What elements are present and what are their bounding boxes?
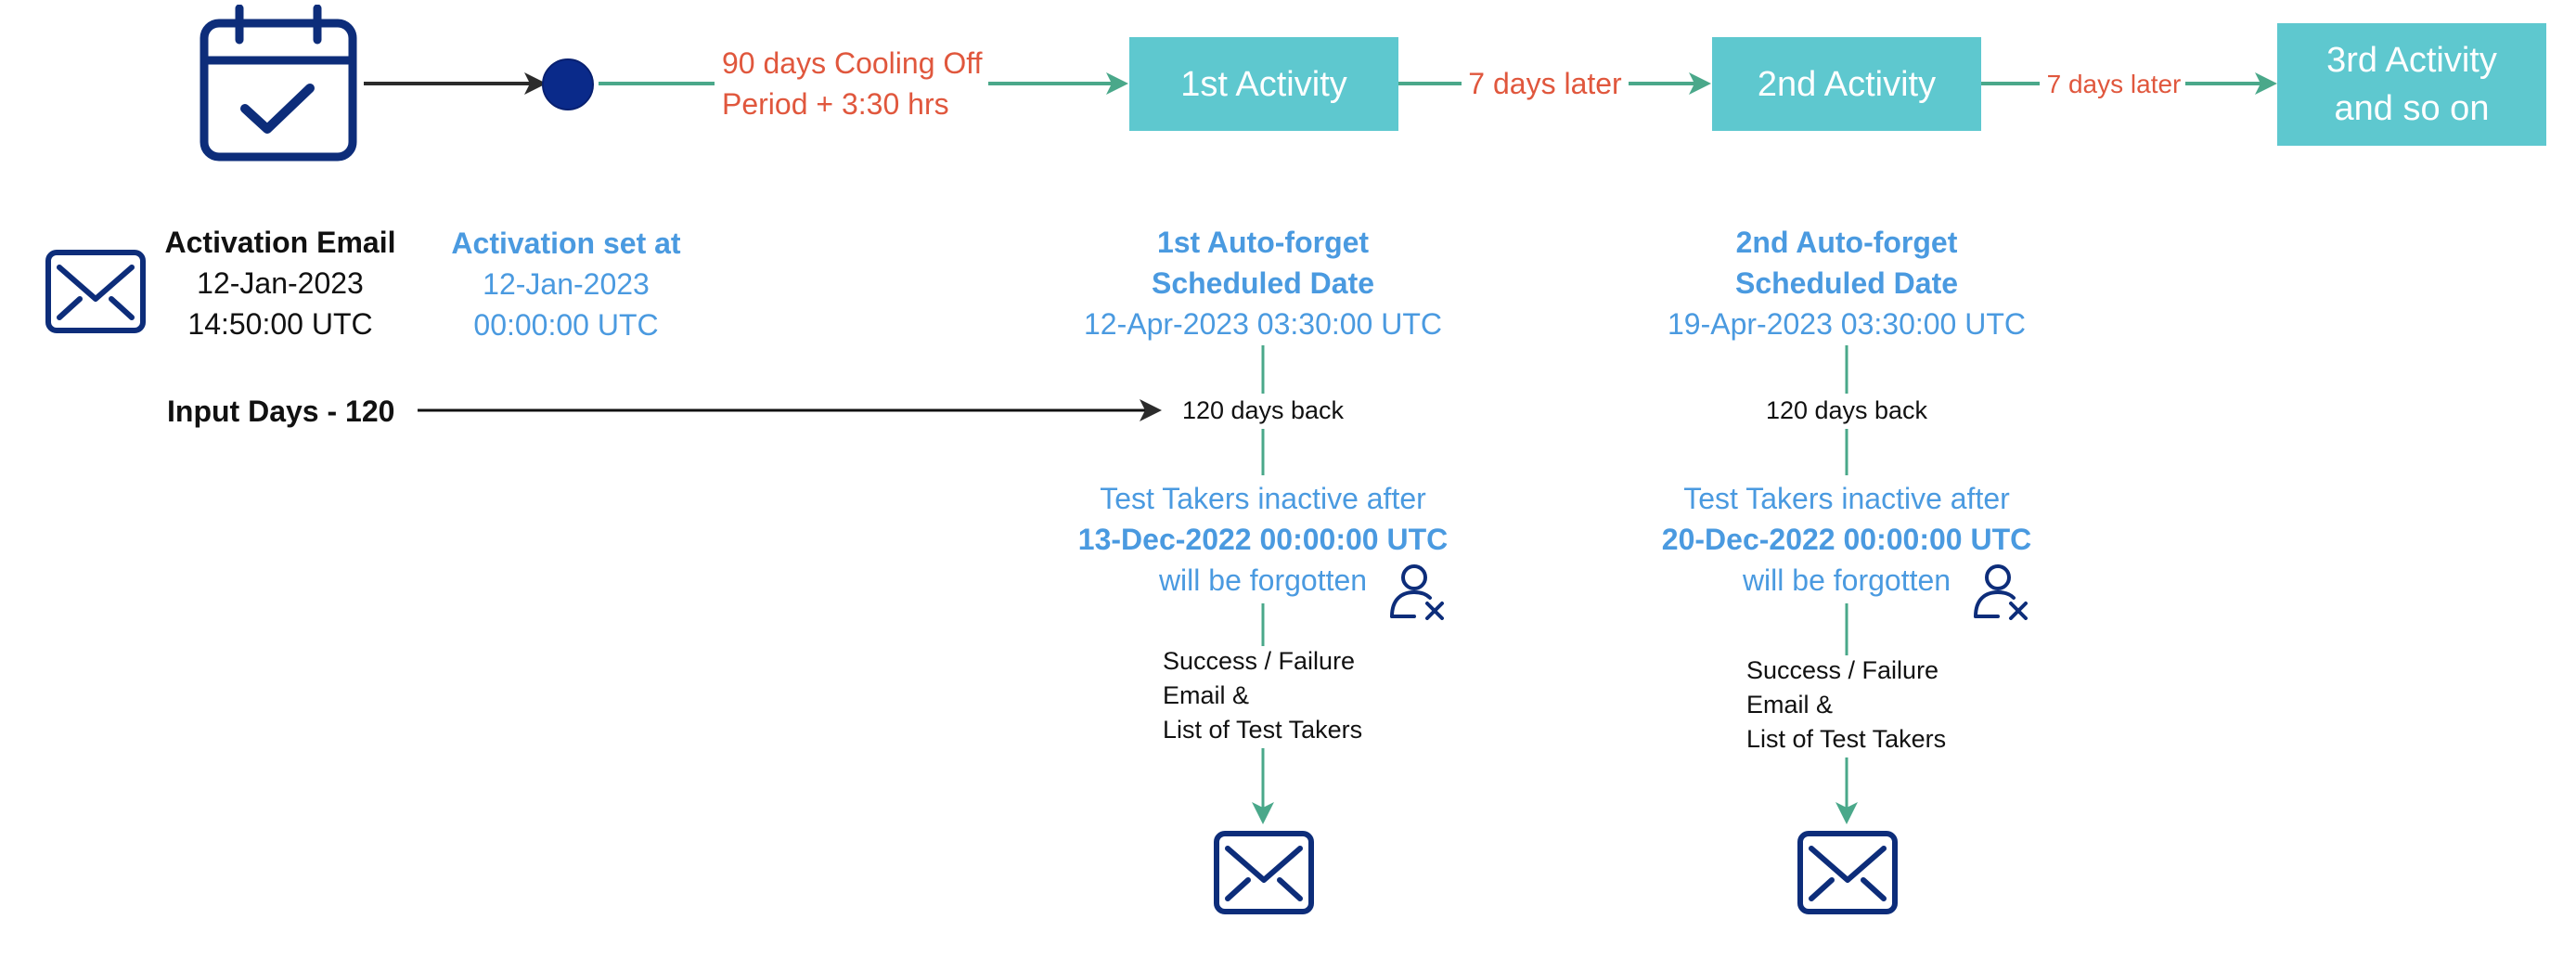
cooling-off-label: 90 days Cooling Off Period + 3:30 hrs [722,43,991,124]
second-forget-inactive: Test Takers inactive after 20-Dec-2022 0… [1633,478,2060,601]
second-forget-days-back: 120 days back [1765,396,1928,424]
first-forget-result-line2: Email & [1163,681,1250,709]
first-forget-inactive-line3: will be forgotten [1158,563,1368,597]
first-activity-label: 1st Activity [1180,64,1347,104]
activation-set-title: Activation set at [451,227,681,260]
activation-email-block: Activation Email 12-Jan-2023 14:50:00 UT… [148,222,412,344]
first-forget-days-back: 120 days back [1181,396,1345,424]
first-forget-title-line1: 1st Auto-forget [1156,226,1370,259]
activation-email-date: 12-Jan-2023 [197,266,364,300]
activation-email-title: Activation Email [164,226,396,259]
interval-label-2: 7 days later [2046,70,2182,98]
first-forget-schedule: 1st Auto-forget Scheduled Date 12-Apr-20… [1059,222,1467,344]
second-forget-inactive-date: 20-Dec-2022 00:00:00 UTC [1661,523,2032,556]
second-activity-label: 2nd Activity [1757,64,1937,104]
envelope-icon [1797,831,1898,914]
first-forget-result-line1: Success / Failure [1163,647,1356,675]
second-forget-title-line2: Scheduled Date [1734,266,1959,300]
first-forget-result-line3: List of Test Takers [1163,716,1363,744]
second-forget-title-line1: 2nd Auto-forget [1735,226,1958,259]
envelope-icon [45,250,146,333]
first-forget-result: Success / Failure Email & List of Test T… [1163,644,1423,747]
activation-set-time: 00:00:00 UTC [473,308,659,342]
first-forget-datetime: 12-Apr-2023 03:30:00 UTC [1084,307,1442,341]
activation-set-date: 12-Jan-2023 [483,267,650,301]
second-forget-inactive-line3: will be forgotten [1742,563,1951,597]
activation-set-block: Activation set at 12-Jan-2023 00:00:00 U… [436,223,696,345]
start-node [542,58,594,110]
first-forget-inactive: Test Takers inactive after 13-Dec-2022 0… [1050,478,1476,601]
cooling-off-line1: 90 days Cooling Off [722,46,983,80]
second-forget-result-line3: List of Test Takers [1746,725,1947,753]
second-activity-box: 2nd Activity [1712,37,1981,131]
calendar-check-icon [200,5,357,162]
second-forget-result: Success / Failure Email & List of Test T… [1746,654,2006,757]
third-activity-line1: 3rd Activity [2326,41,2497,80]
envelope-icon [1214,831,1314,914]
interval-label-1: 7 days later [1468,67,1622,100]
user-remove-icon [1974,564,2028,620]
first-activity-box: 1st Activity [1129,37,1398,131]
first-forget-inactive-date: 13-Dec-2022 00:00:00 UTC [1077,523,1449,556]
second-forget-result-line2: Email & [1746,691,1834,718]
second-forget-result-line1: Success / Failure [1746,656,1939,684]
input-days-label: Input Days - 120 [167,395,395,428]
cooling-off-line2: Period + 3:30 hrs [722,87,949,121]
user-remove-icon [1390,564,1444,620]
activation-email-time: 14:50:00 UTC [187,307,373,341]
third-activity-box: 3rd Activity and so on [2277,23,2546,146]
second-forget-inactive-line1: Test Takers inactive after [1683,482,2010,515]
first-forget-title-line2: Scheduled Date [1151,266,1375,300]
second-forget-schedule: 2nd Auto-forget Scheduled Date 19-Apr-20… [1642,222,2051,344]
second-forget-datetime: 19-Apr-2023 03:30:00 UTC [1668,307,2026,341]
third-activity-line2: and so on [2334,89,2490,128]
first-forget-inactive-line1: Test Takers inactive after [1100,482,1426,515]
